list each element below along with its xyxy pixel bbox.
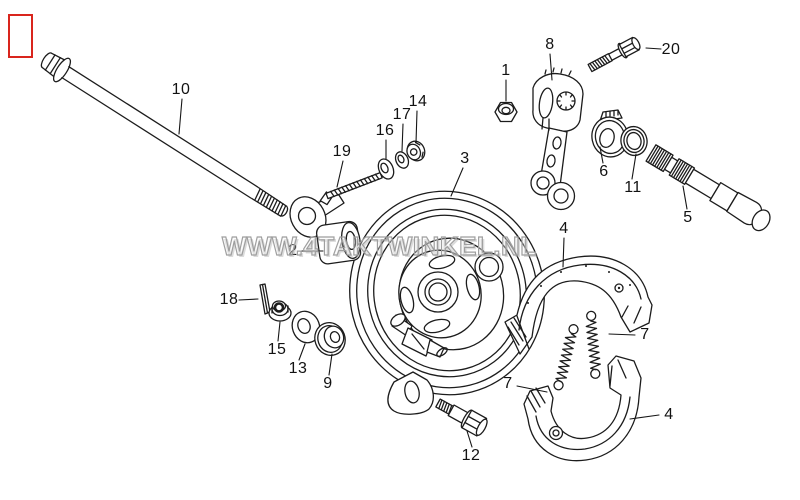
image-placeholder bbox=[8, 14, 33, 58]
callout-8: 8 bbox=[545, 36, 555, 53]
callout-7-right: 7 bbox=[640, 326, 650, 343]
callout-4-top: 4 bbox=[559, 220, 569, 237]
return-spring-left-drawing bbox=[553, 324, 579, 391]
brake-shoe-top-drawing bbox=[504, 255, 653, 355]
pin-18-drawing bbox=[259, 283, 271, 315]
bolt-20-drawing bbox=[587, 36, 641, 73]
washer-17-drawing bbox=[394, 151, 410, 169]
callout-9: 9 bbox=[323, 375, 333, 392]
callout-7-left: 7 bbox=[503, 375, 513, 392]
callout-15: 15 bbox=[267, 341, 287, 358]
callout-1: 1 bbox=[501, 62, 511, 79]
callout-20: 20 bbox=[661, 41, 681, 58]
callout-11: 11 bbox=[624, 179, 642, 196]
callout-14: 14 bbox=[408, 93, 428, 110]
callout-2: 2 bbox=[288, 242, 298, 259]
leader-lines bbox=[178, 47, 688, 448]
callout-6: 6 bbox=[599, 163, 609, 180]
nut-14-drawing bbox=[406, 140, 426, 162]
nut-15-drawing bbox=[268, 300, 292, 322]
brake-arm-drawing bbox=[530, 67, 584, 211]
callout-18: 18 bbox=[219, 291, 239, 308]
callout-17: 17 bbox=[392, 106, 412, 123]
indicator-plate-drawing bbox=[591, 109, 629, 158]
nut-1-drawing bbox=[494, 101, 518, 123]
bolt-12-drawing bbox=[435, 398, 488, 437]
callout-16: 16 bbox=[375, 122, 395, 139]
brake-shoe-bottom-drawing bbox=[523, 355, 642, 462]
seal-9-drawing bbox=[314, 322, 346, 356]
axle-rod-drawing bbox=[40, 52, 289, 217]
callout-3: 3 bbox=[460, 150, 470, 167]
callout-13: 13 bbox=[288, 360, 308, 377]
brake-panel-drawing bbox=[349, 190, 545, 415]
callout-10: 10 bbox=[171, 81, 191, 98]
callout-12: 12 bbox=[461, 447, 481, 464]
adjuster-rod-drawing bbox=[319, 171, 383, 206]
callout-4-bottom: 4 bbox=[664, 406, 674, 423]
washer-13-drawing bbox=[291, 310, 321, 344]
callout-5: 5 bbox=[683, 209, 693, 226]
callout-19: 19 bbox=[332, 143, 352, 160]
bushing-drawing bbox=[315, 220, 362, 265]
seal-11-drawing bbox=[620, 125, 648, 157]
washer-16-drawing bbox=[377, 158, 395, 180]
brake-cam-drawing bbox=[645, 144, 771, 232]
return-spring-right-drawing bbox=[585, 310, 601, 379]
